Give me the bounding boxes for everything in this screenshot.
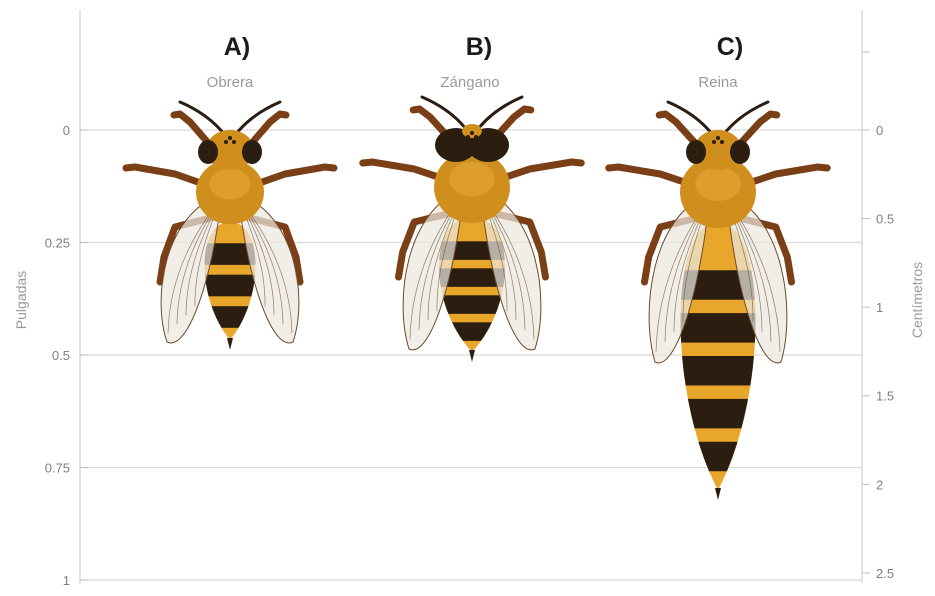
bee-b-letter: B)	[466, 33, 492, 61]
thorax-highlight	[210, 169, 251, 200]
right-tick-label: 0.5	[876, 212, 894, 227]
right-tick-label: 1.5	[876, 389, 894, 404]
left-tick-label: 0.5	[52, 348, 70, 363]
abdomen-stripe	[196, 306, 264, 328]
right-tick-label: 2.5	[876, 566, 894, 581]
bee-c-name: Reina	[698, 74, 738, 91]
left-tick-label: 0.75	[45, 461, 70, 476]
bee-a-letter: A)	[224, 33, 250, 61]
ocellus	[224, 140, 228, 144]
compound-eye	[730, 140, 750, 164]
right-tick-label: 0	[876, 123, 883, 138]
stinger	[715, 488, 721, 500]
abdomen-stripe	[428, 322, 516, 341]
abdomen-stripe	[668, 442, 768, 471]
ocellus	[712, 140, 716, 144]
worker-bee-illustration	[126, 102, 334, 350]
ocellus	[470, 131, 474, 135]
thorax-highlight	[695, 167, 741, 201]
compound-eye	[686, 140, 706, 164]
ocellus	[466, 135, 470, 139]
left-tick-label: 1	[63, 573, 70, 588]
right-axis-title: Centímetros	[909, 262, 925, 338]
right-axis-ticks: 0 0.5 1 1.5 2 2.5	[862, 52, 894, 581]
right-tick-label: 1	[876, 300, 883, 315]
ocellus	[232, 140, 236, 144]
left-tick-label: 0	[63, 123, 70, 138]
ocellus	[716, 136, 720, 140]
ocellus	[228, 136, 232, 140]
bee-a-name: Obrera	[207, 74, 254, 91]
ocellus	[720, 140, 724, 144]
right-tick-label: 2	[876, 477, 883, 492]
drone-bee-illustration	[363, 97, 581, 362]
bee-b-name: Zángano	[440, 74, 499, 91]
left-axis-title: Pulgadas	[13, 271, 29, 329]
queen-bee-illustration	[609, 102, 827, 500]
stinger	[227, 338, 233, 350]
ocellus	[474, 135, 478, 139]
abdomen-stripe	[668, 356, 768, 385]
bee-c-letter: C)	[717, 33, 743, 61]
abdomen-stripe	[668, 399, 768, 428]
thorax-highlight	[449, 162, 495, 196]
stinger	[469, 350, 475, 362]
compound-eye	[242, 140, 262, 164]
compound-eye	[198, 140, 218, 164]
left-axis-ticks: 0 0.25 0.5 0.75 1	[45, 123, 88, 588]
left-tick-label: 0.25	[45, 236, 70, 251]
